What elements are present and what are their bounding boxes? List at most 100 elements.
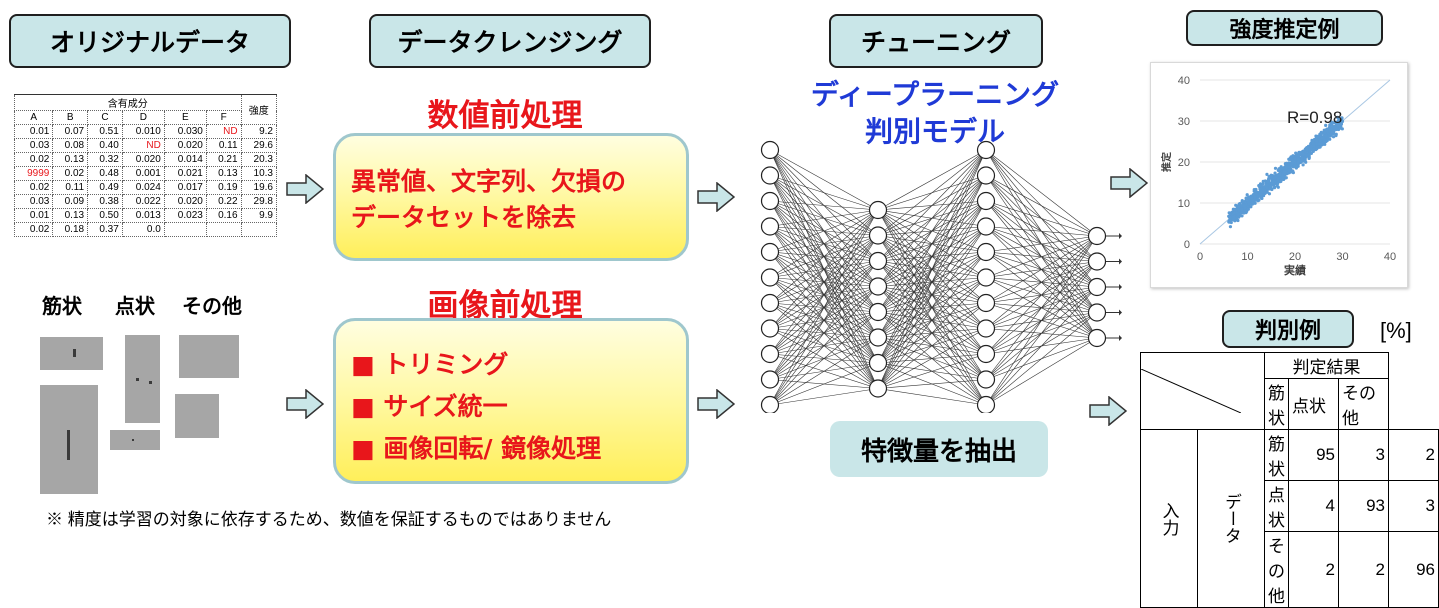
table-cell: 0.01 [13,124,54,139]
data-point [1312,147,1316,151]
data-point [1281,175,1285,179]
matrix-value: 3 [1388,480,1439,532]
table-cell: 0.02 [13,180,54,195]
data-point [1279,165,1283,169]
network-connection [877,302,987,389]
network-connection [877,251,987,389]
data-point [1232,211,1236,215]
data-point [1228,215,1232,219]
table-cell: 0.38 [87,194,123,209]
data-point [1290,161,1294,165]
data-point [1241,200,1245,204]
data-point [1244,197,1248,201]
data-point [1324,134,1328,138]
data-point [1265,183,1269,187]
data-point [1249,205,1253,209]
data-point [1259,184,1263,188]
network-node [976,319,996,338]
network-node [868,200,888,220]
network-connection [877,149,987,236]
data-point [1301,163,1305,167]
network-node [976,140,996,160]
data-point [1305,154,1309,158]
network-node [868,277,888,296]
network-connection [985,226,1098,237]
data-point [1258,187,1262,191]
network-connection [877,353,987,389]
data-point [1237,205,1241,209]
data-point [1307,152,1311,156]
stage-tuning-label: チューニング [860,28,1011,57]
data-point [1273,175,1278,179]
strength-header: 強度 [240,94,278,125]
image-label-streak: 筋状 [42,294,82,318]
data-point [1299,159,1303,163]
network-node [868,328,888,347]
network-connection [877,149,987,262]
network-connection [769,209,879,278]
stage-data-cleansing-label: データクレンジング [397,28,623,57]
data-point [1322,131,1327,135]
network-connection [769,337,879,406]
network-connection [985,200,1098,237]
table-cell: 0.02 [13,222,54,237]
table-cell: 0.19 [205,180,242,195]
y-tick-label: 0 [1184,239,1190,251]
data-point [1276,181,1280,186]
data-label: データ [1197,429,1265,608]
data-point [1246,207,1250,211]
table-cell: 0.50 [87,208,123,223]
data-point [1279,179,1283,184]
network-node [868,251,888,271]
matrix-value: 95 [1288,429,1339,481]
neural-network-diagram [760,140,1122,413]
image-label-other: その他 [182,294,242,318]
network-connection [769,362,879,406]
table-cell: 0.13 [52,152,89,167]
stage-discrimination-example: 判別例 [1222,310,1354,348]
confusion-matrix: 判定結果 筋状 点状 その他 入力 データ 筋状 95 3 2 点状 4 93 … [1140,352,1439,608]
feature-extraction-box: 特徴量を抽出 [830,421,1048,477]
data-point [1276,173,1280,177]
data-point [1228,225,1233,229]
streak-sample-image [40,337,103,370]
table-cell: 0.023 [163,208,207,223]
data-point [1242,211,1246,215]
numeric-line-2: データセットを除去 [351,203,577,232]
matrix-value: 4 [1288,480,1339,532]
data-point [1337,121,1341,125]
network-connection [877,149,987,364]
column-header: B [52,110,89,125]
data-point [1245,193,1249,197]
data-point [1236,213,1240,217]
network-node [760,268,780,287]
table-cell: 0.01 [13,208,54,223]
image-preprocessing-box: ■ トリミング ■ サイズ統一 ■ 画像回転/ 鏡像処理 [333,318,689,484]
dot-sample-image [110,430,160,450]
data-point [1234,203,1238,207]
stage-discrimination-example-label: 判別例 [1254,319,1321,344]
network-node [760,293,780,313]
data-point [1309,144,1313,148]
table-cell [163,222,207,237]
arrow-images-to-image-preprocessing [286,389,324,419]
data-point [1336,116,1340,120]
network-node [976,217,996,236]
table-cell: 20.3 [240,152,278,167]
data-point [1334,132,1338,136]
data-point [1296,154,1301,158]
data-point [1254,187,1258,192]
judgement-header: 判定結果 [1264,352,1389,379]
data-point [1300,156,1304,160]
stage-strength-example-label: 強度推定例 [1229,18,1340,43]
network-connection [985,235,1098,380]
table-cell: 9.2 [240,124,278,139]
table-cell: 0.18 [52,222,89,237]
table-cell: 0.13 [52,208,89,223]
network-node [760,319,780,338]
data-point [1294,166,1298,170]
data-point [1240,208,1244,212]
